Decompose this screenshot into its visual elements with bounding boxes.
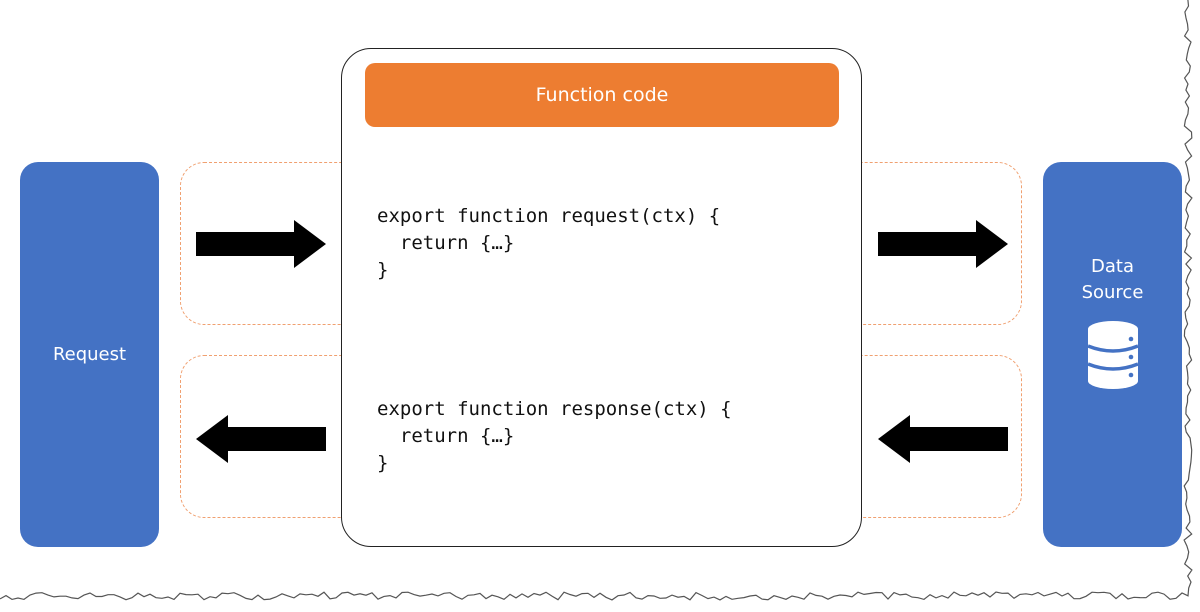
arrow-right-icon — [196, 220, 326, 268]
arrow-right-icon — [878, 220, 1008, 268]
request-label: Request — [52, 343, 127, 365]
request-function-code: export function request(ctx) { return {…… — [377, 205, 721, 281]
database-icon — [1086, 321, 1139, 389]
function-code-header: Function code — [365, 63, 839, 127]
function-code-panel: Function code export function request(ct… — [341, 48, 862, 547]
request-box: Request — [20, 162, 159, 547]
arrow-left-icon — [878, 415, 1008, 463]
response-function-code: export function response(ctx) { return {… — [377, 398, 732, 474]
data-source-box: Data Source — [1043, 162, 1182, 547]
data-source-label: Data Source — [1081, 256, 1144, 303]
arrow-left-icon — [196, 415, 326, 463]
